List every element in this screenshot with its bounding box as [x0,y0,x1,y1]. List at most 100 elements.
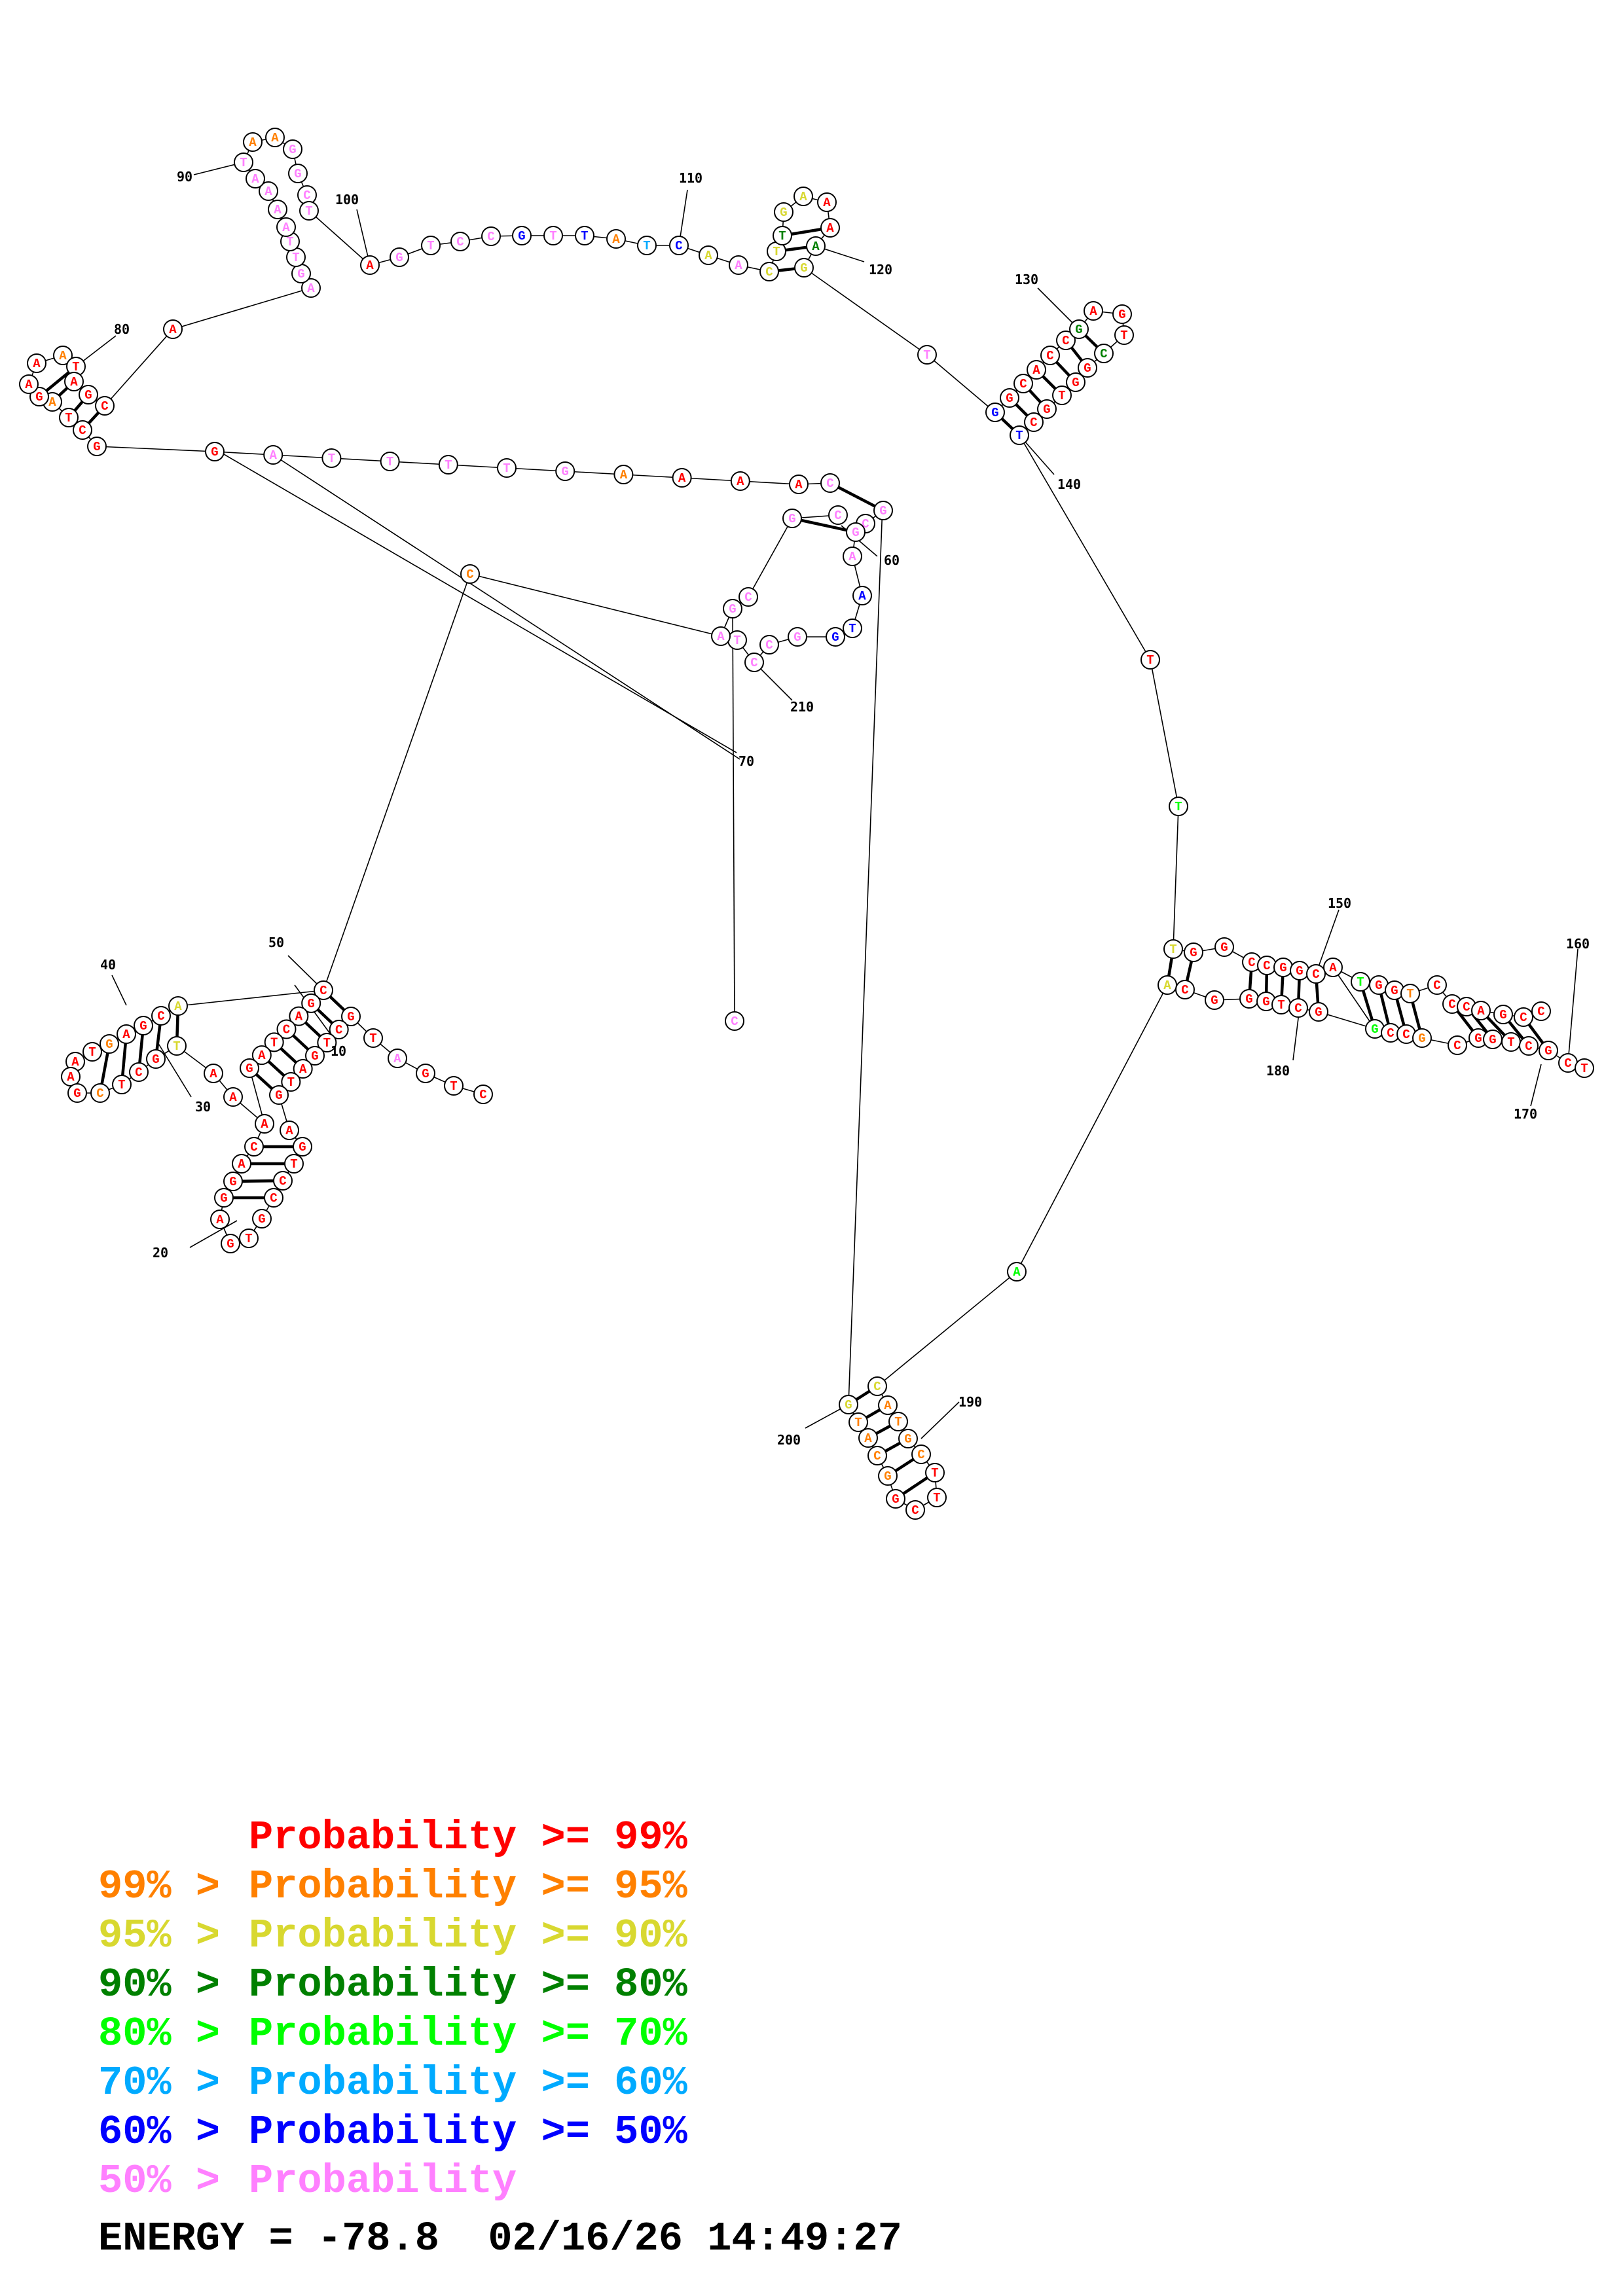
nucleotide-letter: G [84,388,92,403]
nucleotide-circle [817,192,837,212]
energy-label: ENERGY = [98,2215,293,2262]
nucleotide-circle [223,1087,243,1107]
nucleotide-circle [82,1042,102,1062]
backbone-link [272,454,740,760]
position-label: 40 [100,957,116,973]
nucleotide-g: G [146,1049,166,1069]
nucleotide-letter: T [290,1157,297,1172]
nucleotide-letter: T [1406,987,1413,1001]
position-label: 160 [1566,936,1590,952]
nucleotide-c: C [759,262,779,281]
nucleotide-letter: A [737,475,744,489]
nucleotide-circle [911,1444,931,1464]
nucleotide-letter: A [812,240,820,254]
nucleotide-letter: C [487,230,494,244]
nucleotide-circle [293,1137,312,1157]
nucleotide-letter: C [1564,1056,1571,1071]
nucleotide-letter: T [778,229,786,243]
nucleotide-circle [886,1489,905,1509]
nucleotide-c: C [1288,998,1308,1018]
nucleotide-g: G [898,1429,918,1448]
nucleotide-t: T [1501,1032,1521,1052]
nucleotide-a: A [729,255,748,275]
nucleotide-circle [168,996,188,1016]
nucleotide-letter: T [1277,998,1285,1013]
nucleotide-t: T [1052,386,1072,405]
nucleotide-circle [1078,358,1097,378]
nucleotide-letter: C [873,1449,881,1463]
nucleotide-a: A [204,1064,223,1083]
nucleotide-a: A [61,1067,81,1086]
nucleotide-letter: G [1391,984,1398,998]
nucleotide-letter: G [884,1469,891,1484]
nucleotide-g: G [1205,990,1224,1010]
position-label: 120 [869,262,892,278]
nucleotide-a: A [27,353,46,373]
nucleotide-t: T [1163,939,1183,959]
nucleotide-letter: G [1474,1031,1482,1046]
nucleotide-letter: G [1499,1008,1506,1022]
nucleotide-circle [360,255,380,275]
position-label: 140 [1057,476,1081,492]
nucleotide-g: G [283,139,302,159]
nucleotide-circle [699,245,718,265]
nucleotide-circle [255,1114,274,1134]
nucleotide-c: C [264,1188,283,1208]
nucleotide-circle [163,319,183,339]
nucleotide-letter: T [931,1466,938,1480]
nucleotide-letter: T [1357,975,1364,990]
nucleotide-g: G [1069,319,1089,339]
nucleotide-circle [1471,1001,1491,1020]
legend-suffix: >= 95% [541,1863,687,1910]
nucleotide-c: C [329,1020,349,1039]
nucleotide-g: G [240,1058,259,1078]
legend-label: Probability [249,2011,517,2057]
nucleotide-circle [341,1007,361,1026]
backbone-link [848,505,883,1405]
nucleotide-letter: G [220,1191,227,1206]
position-label: 110 [679,170,702,186]
nucleotide-circle [878,1395,898,1415]
nucleotide-letter: G [139,1019,147,1033]
nucleotide-a: A [730,471,750,491]
legend-suffix: >= 70% [541,2011,687,2057]
nucleotide-letter: G [105,1037,113,1052]
nucleotide-letter: T [65,411,72,425]
nucleotide-t: T [234,152,253,172]
nucleotide-circle [1323,958,1343,977]
nucleotide-t: T [286,247,306,267]
nucleotide-c: C [1427,975,1447,995]
nucleotide-g: G [794,258,814,278]
nucleotide-t: T [843,619,862,638]
position-tick-layer [75,162,1578,1439]
nucleotide-letter: T [72,360,79,374]
nucleotide-a: A [1007,1262,1027,1282]
nucleotide-circle [759,262,779,281]
nucleotide-circle [205,442,225,461]
nucleotide-letter: C [731,1014,738,1029]
nucleotide-letter: G [904,1432,911,1446]
nucleotide-c: C [867,1446,887,1465]
nucleotide-letter: G [229,1175,236,1189]
nucleotide-circle [1309,1002,1328,1022]
nucleotide-circle [263,445,283,465]
nucleotide-circle [806,236,826,256]
position-label-layer: 1020304050607080901001101201301401501601… [100,169,1590,1448]
nucleotide-letter: C [96,1086,103,1101]
nucleotide-circle [299,201,319,221]
nucleotide-t: T [317,1033,337,1052]
nucleotide-g: G [269,1085,289,1105]
nucleotide-t: T [1010,425,1029,445]
nucleotide-letter: C [1263,959,1270,973]
nucleotide-circle [1184,942,1203,962]
nucleotide-letter: G [788,512,795,526]
nucleotide-letter: A [261,1117,268,1132]
nucleotide-circle [288,164,308,183]
base-pair-layer [38,226,1550,1500]
nucleotide-t: T [848,1412,868,1432]
nucleotide-circle [117,1024,136,1044]
nucleotide-letter: C [1100,347,1107,361]
nucleotide-letter: C [1019,377,1027,391]
nucleotide-letter: C [1030,416,1037,430]
